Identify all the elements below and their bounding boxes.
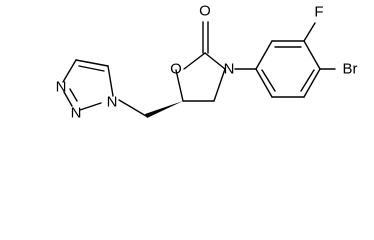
bond-c5t-c4t (75, 59, 109, 67)
atom-label-bromine: Br (343, 61, 358, 78)
bond-tn1-c5t (107, 65, 114, 97)
bond-ph1-ph2 (255, 40, 273, 70)
atom-label-ring-n: N (224, 61, 235, 78)
bond-ph4-ph5 (303, 68, 321, 98)
atom-label-triazole-n2: N (71, 105, 82, 122)
bond-n2t-n1t (79, 102, 102, 111)
molecule-structure: O O N F Br N N N (56, 3, 358, 122)
atom-label-carbonyl-o: O (199, 3, 211, 20)
bond-c4t-n3t (62, 59, 77, 83)
bond-n3t-n2t-inner (69, 88, 78, 102)
bond-ph3-fluorine (303, 22, 316, 42)
bond-c2-n3 (204, 52, 226, 70)
phenyl-ring (255, 40, 321, 98)
atom-label-triazole-n3: N (56, 79, 67, 96)
bond-n3t-n2t (63, 91, 73, 107)
bond-ph-inner-c (261, 69, 276, 92)
wedge-bond-c5-ch2 (145, 101, 183, 118)
bond-c5-o1 (175, 69, 184, 102)
atom-label-ring-o: O (170, 61, 182, 78)
bond-ph6-ph1 (255, 68, 273, 98)
triazole-ring (62, 59, 114, 111)
atom-labels: O O N F Br N N N (56, 3, 358, 122)
bond-c5t-c4t-inner (78, 65, 105, 72)
bond-ph3-ph4 (303, 40, 321, 70)
oxazolidinone-ring (175, 21, 226, 102)
bond-o1-c2 (183, 52, 206, 70)
atom-label-triazole-n1: N (107, 94, 118, 111)
bond-ph-inner-b (300, 69, 315, 92)
atom-label-fluorine: F (314, 4, 323, 21)
bond-n3-c4 (213, 68, 226, 102)
bond-ch2-triazole-n1 (118, 99, 147, 117)
